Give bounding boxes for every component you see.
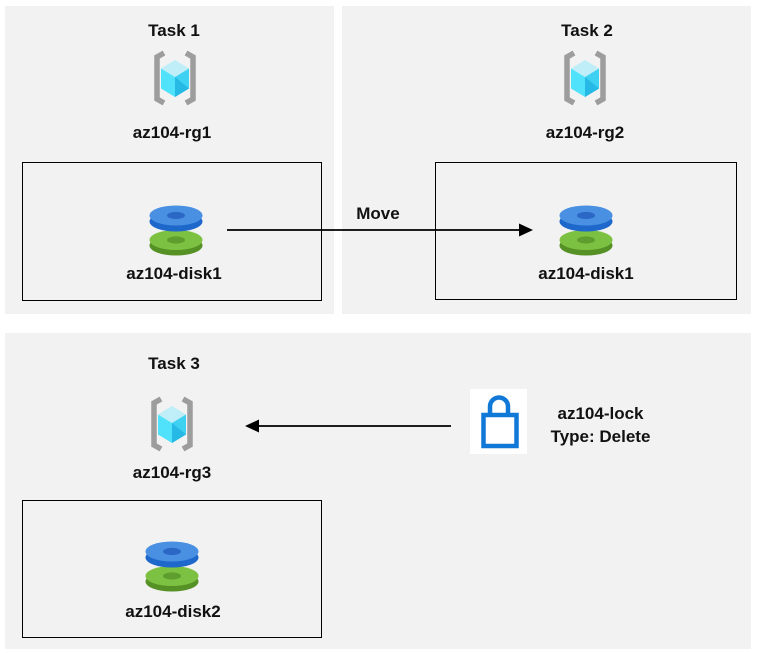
- lock-tile: [470, 389, 527, 454]
- task3-title: Task 3: [148, 354, 200, 373]
- task3-disk-box: [22, 500, 322, 638]
- task2-resource-group-label: az104-rg2: [545, 123, 625, 142]
- task3-disk-label: az104-disk2: [125, 602, 221, 621]
- lock-name-label: az104-lock: [557, 404, 644, 423]
- task1-disk-label: az104-disk1: [126, 264, 222, 283]
- task2-panel: [342, 6, 751, 314]
- task2-disk-box: [435, 162, 737, 300]
- task1-disk-box: [22, 162, 322, 301]
- task1-title: Task 1: [148, 21, 200, 40]
- task3-panel: [5, 333, 751, 649]
- move-arrow-label: Move: [356, 204, 400, 223]
- resource-group-icon: [556, 47, 614, 109]
- resource-group-icon: [146, 47, 204, 109]
- disk-icon: [138, 535, 206, 597]
- task1-panel: [5, 6, 334, 314]
- resource-group-icon: [143, 393, 201, 455]
- lock-type-label: Type: Delete: [550, 427, 651, 446]
- left-arrow-icon: [240, 410, 452, 442]
- task2-title: Task 2: [561, 21, 613, 40]
- task2-disk-label: az104-disk1: [538, 264, 634, 283]
- task3-resource-group-label: az104-rg3: [132, 463, 212, 482]
- disk-icon: [552, 199, 620, 261]
- lock-icon: [470, 389, 527, 454]
- right-arrow-icon: [226, 214, 536, 246]
- disk-icon: [142, 199, 210, 261]
- task1-resource-group-label: az104-rg1: [132, 123, 212, 142]
